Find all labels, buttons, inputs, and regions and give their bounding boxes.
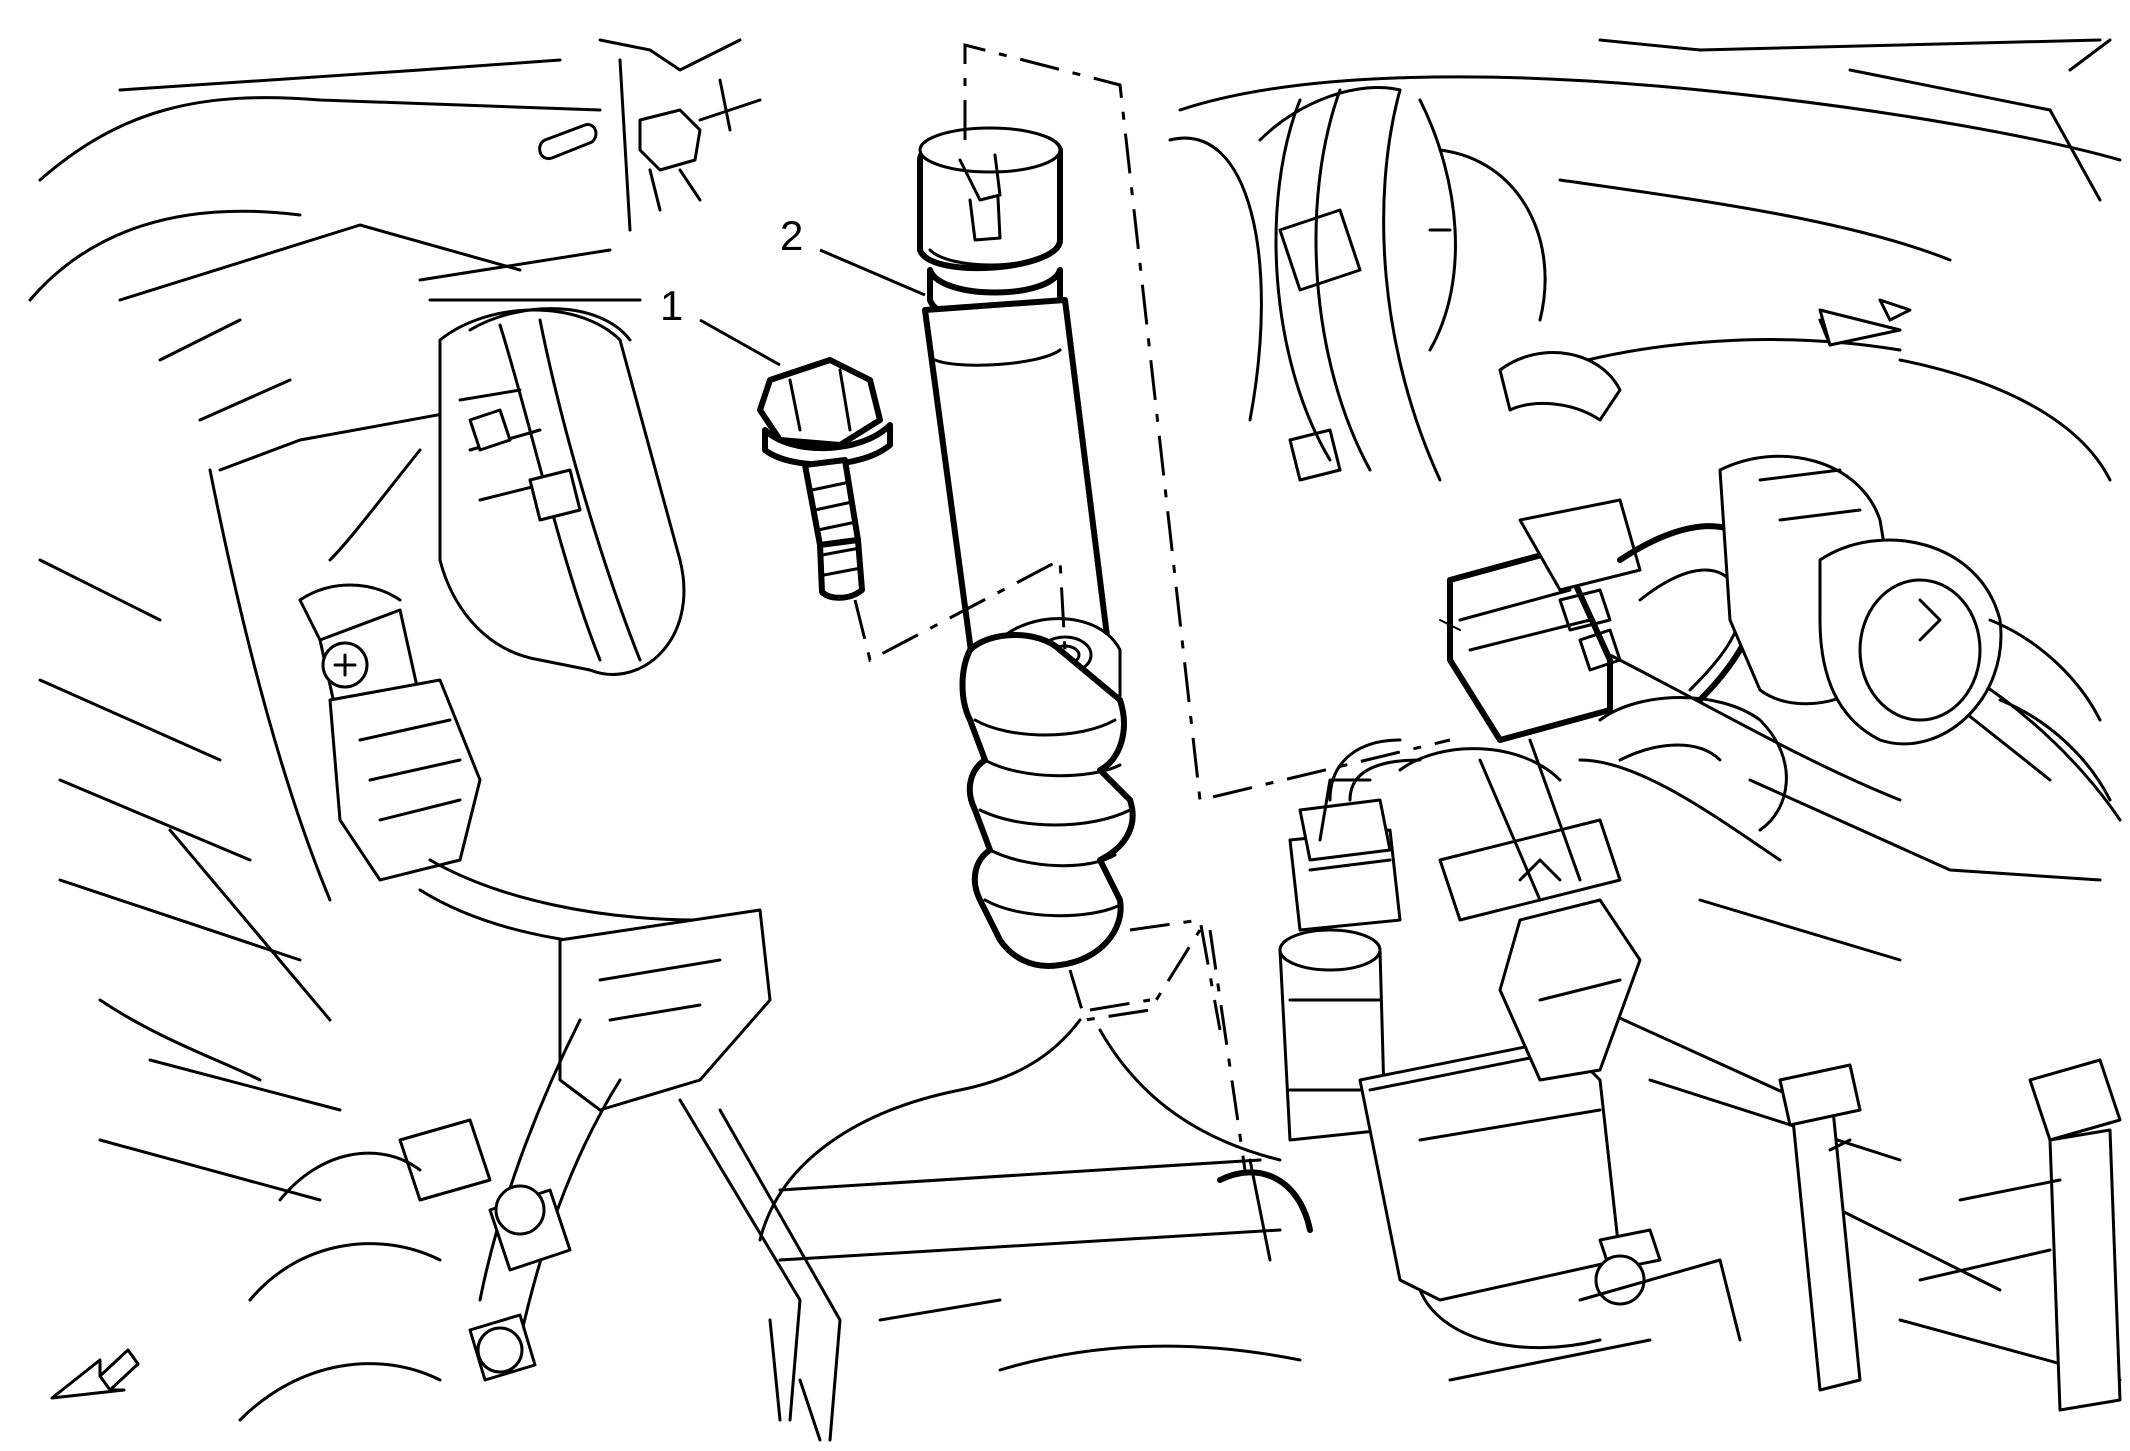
bottom-center-housing — [758, 1018, 1313, 1442]
alignment-lines — [853, 43, 1451, 1171]
sensor-component — [917, 126, 1136, 969]
callout-2-leader — [819, 248, 926, 297]
front-direction-arrow-icon — [50, 1348, 140, 1400]
bolt-component — [757, 357, 893, 601]
background-structure — [28, 38, 2122, 1382]
callout-1-leader — [699, 318, 781, 367]
injector-assembly — [1278, 738, 2122, 1412]
left-hose-coupling — [328, 248, 686, 676]
callout-1-label: 1 — [660, 282, 683, 329]
right-wiring-connector — [1398, 454, 2112, 862]
leader-lines — [699, 248, 926, 367]
bottom-left-bracket — [238, 908, 842, 1442]
callout-2-label: 2 — [780, 212, 803, 259]
callout-labels: 1 2 — [660, 212, 803, 329]
